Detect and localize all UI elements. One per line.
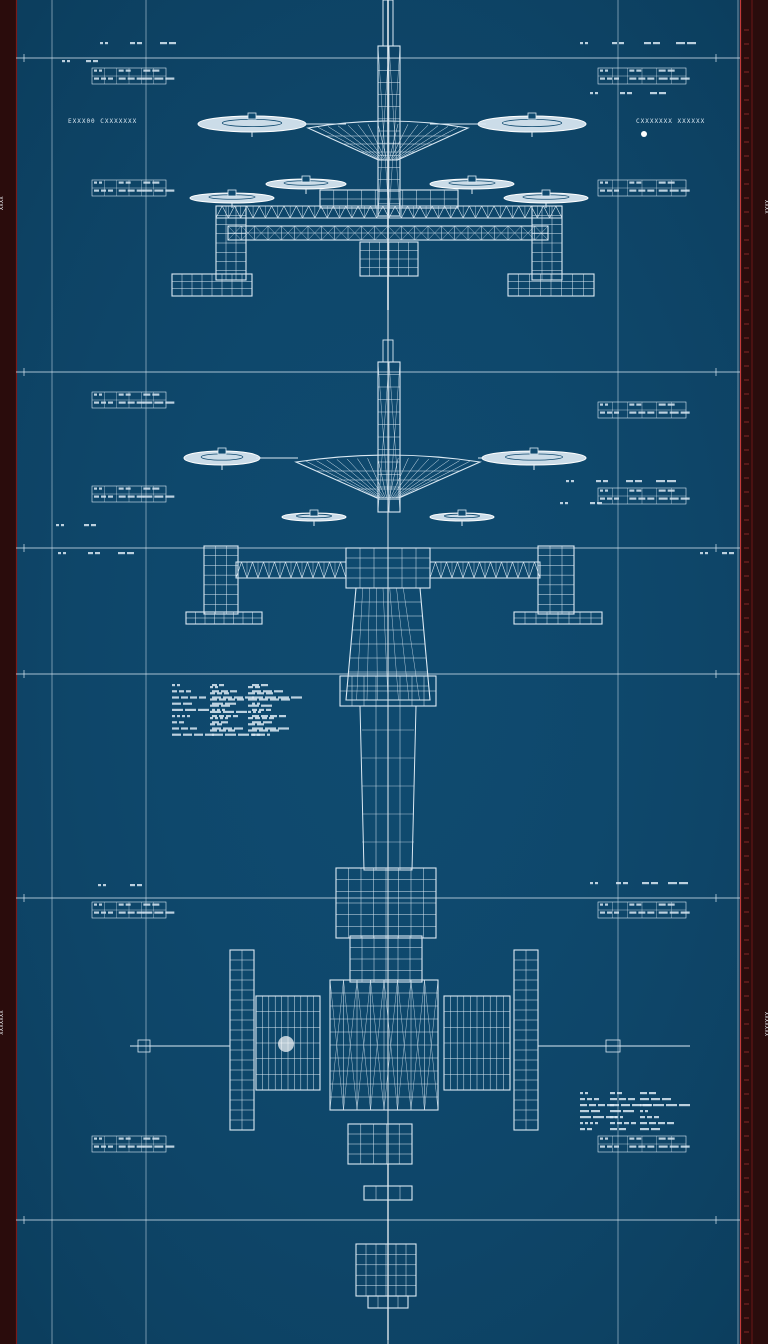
- left-margin-code-1: XXXX: [0, 196, 5, 211]
- core-glow: [278, 1036, 294, 1052]
- annotation-block-left: [210, 686, 290, 732]
- header-right-label: CXXXXXXX XXXXXX: [636, 118, 706, 125]
- right-margin-code-1: XXXX: [763, 200, 768, 215]
- left-border-strip: [0, 0, 16, 1344]
- margin-callouts: [56, 42, 734, 1153]
- header-left-label: EXXX00 CXXXXXXX: [68, 118, 138, 125]
- base-machinery: [130, 949, 690, 1340]
- mast-column: [172, 587, 437, 983]
- right-margin-code-2: XXXXXXX: [763, 1012, 768, 1037]
- middle-tower-head: [183, 339, 603, 625]
- annotation-block-right: [580, 1092, 690, 1131]
- right-border-strip: [740, 0, 768, 1344]
- reference-dot: [641, 131, 647, 137]
- upper-tower-head: [171, 0, 595, 310]
- left-margin-code-2: XXXXXXX: [0, 1010, 5, 1035]
